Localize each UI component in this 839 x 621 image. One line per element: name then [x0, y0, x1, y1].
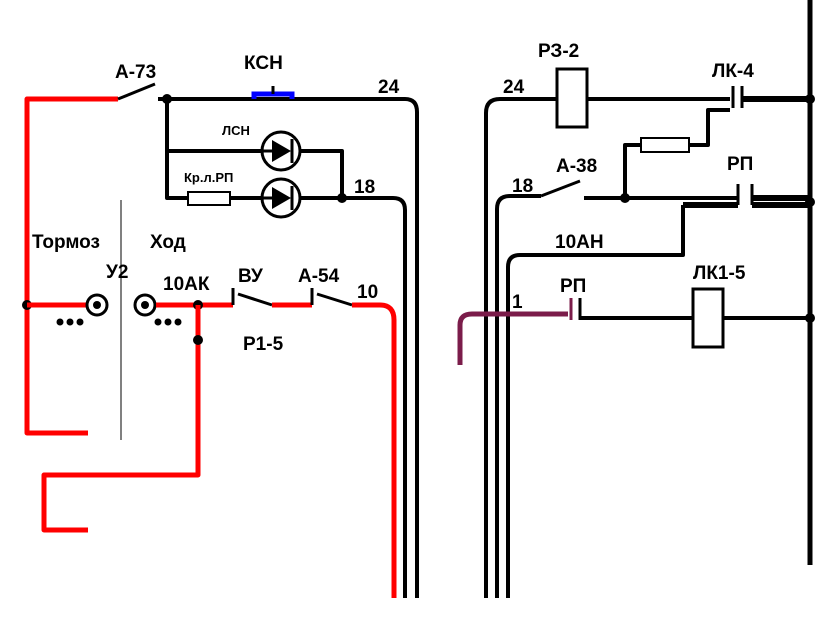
wire-resistor-branch: [623, 143, 641, 198]
label-rp-upper: РП: [727, 154, 753, 175]
contact-vu-blade: [237, 292, 273, 307]
wire-18-right: [495, 194, 541, 598]
wire-1-feed: [457, 311, 568, 365]
label-krl-rp: Кр.л.РП: [184, 170, 233, 185]
wire-a73-feed: [24, 96, 118, 436]
label-tormoz: Тормоз: [32, 232, 100, 253]
switch-a73: [117, 82, 156, 101]
label-lsn: ЛСН: [222, 123, 250, 138]
wire-10an: [506, 205, 685, 598]
contact-dots-left: [56, 318, 84, 326]
wire-10: [352, 302, 397, 598]
label-wire-18-left: 18: [354, 177, 375, 198]
junction: [193, 335, 203, 345]
coil-rz2: [555, 67, 589, 129]
label-lk4: ЛК-4: [712, 61, 754, 82]
wire-10ak-down: [41, 305, 201, 533]
resistor-krl-rp: [187, 191, 231, 206]
wire-18-left: [342, 196, 407, 598]
label-10an: 10АН: [555, 232, 604, 253]
label-vu: ВУ: [238, 266, 263, 287]
label-10ak: 10АК: [163, 274, 210, 295]
junction: [620, 193, 630, 203]
coil-lk15: [691, 287, 725, 349]
label-wire-24-left: 24: [378, 77, 400, 98]
contact-dots-right: [154, 318, 182, 326]
label-a54: А-54: [298, 266, 340, 287]
wire-24-left: [158, 97, 419, 598]
switch-a38: [540, 179, 581, 198]
label-r15: Р1-5: [243, 334, 284, 355]
label-ksn: КСН: [244, 53, 283, 74]
wire-resistor-right: [689, 108, 730, 147]
resistor-rp: [640, 137, 690, 153]
label-wire-24-right: 24: [503, 77, 525, 98]
lamp-rp: [260, 177, 302, 219]
label-wire-1: 1: [512, 292, 523, 313]
label-u2: У2: [106, 262, 128, 283]
junction: [337, 193, 347, 203]
contact-a54-blade: [316, 292, 353, 307]
contact-tormoz: [85, 293, 109, 317]
label-a73: А-73: [115, 62, 156, 83]
label-wire-10: 10: [357, 282, 378, 303]
wire-lsn-right: [300, 149, 344, 198]
label-rp-lower: РП: [560, 276, 586, 297]
lamp-lsn: [260, 130, 302, 172]
label-a38: А-38: [556, 156, 597, 177]
label-khod: Ход: [150, 232, 186, 253]
label-rz2: РЗ-2: [538, 41, 579, 62]
label-lk15: ЛК1-5: [693, 263, 746, 284]
wire-24-right: [484, 97, 557, 598]
contact-khod: [133, 293, 157, 317]
label-wire-18-right: 18: [512, 176, 533, 197]
